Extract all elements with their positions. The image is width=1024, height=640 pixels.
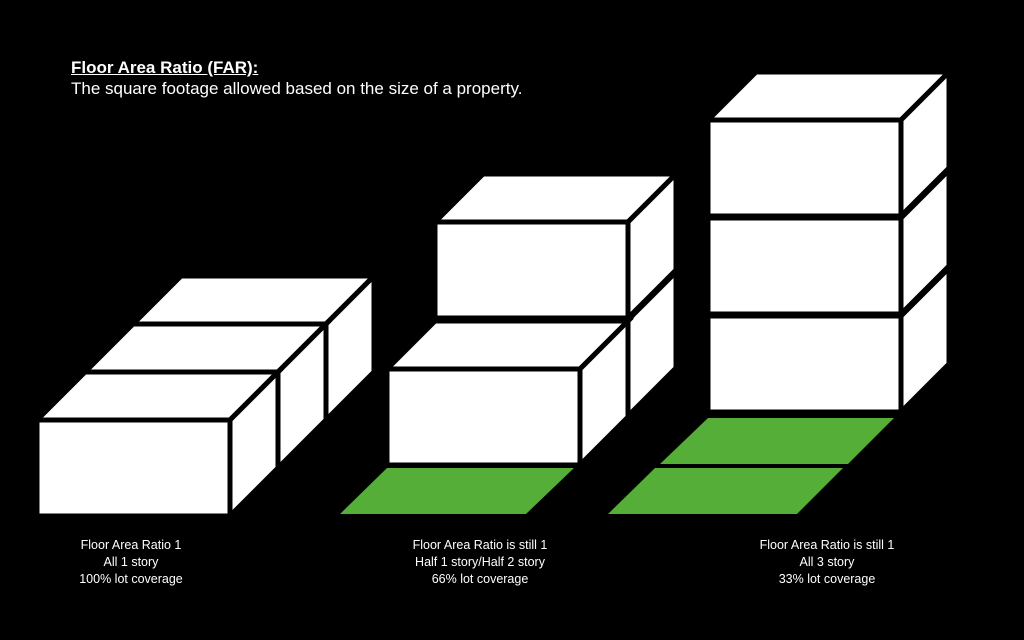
header: Floor Area Ratio (FAR): The square foota…: [71, 58, 522, 100]
caption-story-line: All 3 story: [799, 555, 855, 569]
box-front-face: [705, 215, 904, 317]
lot-footprint: [608, 468, 843, 514]
caption-story-line: All 1 story: [103, 555, 159, 569]
lot-footprint: [340, 468, 574, 514]
box-front-face: [432, 219, 631, 321]
floor-box: [30, 365, 285, 523]
caption-far-line: Floor Area Ratio 1: [80, 538, 182, 552]
scenario-group-2: [340, 167, 683, 514]
scenario-group-3: [608, 65, 956, 514]
box-front-face: [705, 313, 904, 415]
floor-box: [428, 167, 683, 325]
caption-story-line: Half 1 story/Half 2 story: [415, 555, 545, 569]
diagram-subtitle: The square footage allowed based on the …: [71, 79, 523, 98]
diagram-title: Floor Area Ratio (FAR):: [71, 58, 259, 77]
caption-scenario-2: Floor Area Ratio is still 1 Half 1 story…: [360, 537, 600, 588]
floor-box: [701, 65, 956, 223]
caption-far-line: Floor Area Ratio is still 1: [759, 538, 895, 552]
scenario-group-1: [30, 269, 381, 523]
box-front-face: [384, 366, 583, 468]
caption-coverage-line: 33% lot coverage: [778, 572, 876, 586]
caption-coverage-line: 66% lot coverage: [431, 572, 529, 586]
box-front-face: [34, 417, 233, 519]
caption-scenario-3: Floor Area Ratio is still 1 All 3 story …: [707, 537, 947, 588]
caption-far-line: Floor Area Ratio is still 1: [412, 538, 548, 552]
caption-scenario-1: Floor Area Ratio 1 All 1 story 100% lot …: [11, 537, 251, 588]
floor-box: [380, 314, 635, 472]
box-front-face: [705, 117, 904, 219]
caption-coverage-line: 100% lot coverage: [79, 572, 183, 586]
lot-footprint: [660, 418, 894, 464]
